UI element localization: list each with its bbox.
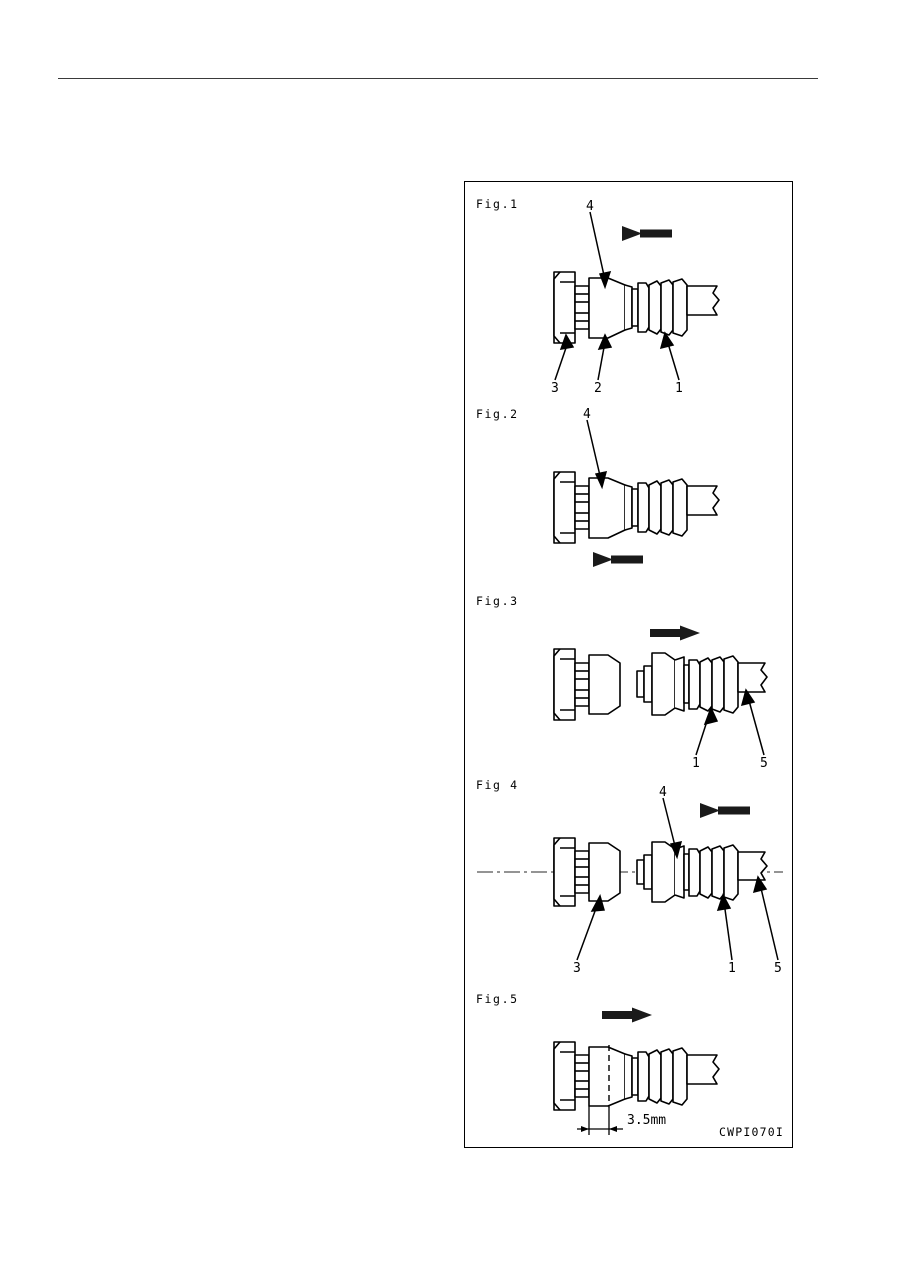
- fig-3-callout-5: 5: [760, 756, 768, 771]
- fig-1-callout-3: 3: [551, 381, 559, 396]
- fig-4-callout-5: 5: [774, 961, 782, 976]
- fig-2-drawing: 4: [553, 407, 720, 567]
- fig-5-direction-arrow: [602, 1007, 652, 1023]
- fig-4-callout-4: 4: [659, 785, 667, 800]
- fig-3-direction-arrow: [650, 625, 700, 641]
- fig-4-callout-1: 1: [728, 961, 736, 976]
- fig-1-callout-2: 2: [594, 381, 602, 396]
- fig-2-direction-arrow: [593, 552, 643, 567]
- fig-4-callout-3: 3: [573, 961, 581, 976]
- fig-4-label: Fig 4: [476, 778, 519, 792]
- fig-2-callout-4: 4: [583, 407, 591, 422]
- fig-4-drawing: 4 3 1 5: [477, 785, 783, 976]
- fig-5-dimension-value: 3.5mm: [627, 1113, 666, 1128]
- figure-panel: Fig.1: [464, 181, 793, 1148]
- fig-3-callout-1: 1: [692, 756, 700, 771]
- fig-1-callout-4: 4: [586, 199, 594, 214]
- fig-4-direction-arrow: [700, 803, 750, 818]
- fig-2-label: Fig.2: [476, 407, 519, 421]
- drawing-code: CWPI070I: [719, 1125, 784, 1139]
- fig-5-label: Fig.5: [476, 992, 519, 1006]
- fig-5-drawing: 3.5mm: [553, 1007, 720, 1135]
- fig-1-direction-arrow: [622, 226, 672, 241]
- fig-1-drawing: 4 3 2 1: [551, 199, 720, 396]
- fig-3-drawing: 1 5: [553, 625, 768, 771]
- fig-1-callout-1: 1: [675, 381, 683, 396]
- fig-1-label: Fig.1: [476, 197, 519, 211]
- fig-5-dimension-line: [577, 1126, 623, 1132]
- fig-3-label: Fig.3: [476, 594, 519, 608]
- header-rule: [58, 78, 818, 79]
